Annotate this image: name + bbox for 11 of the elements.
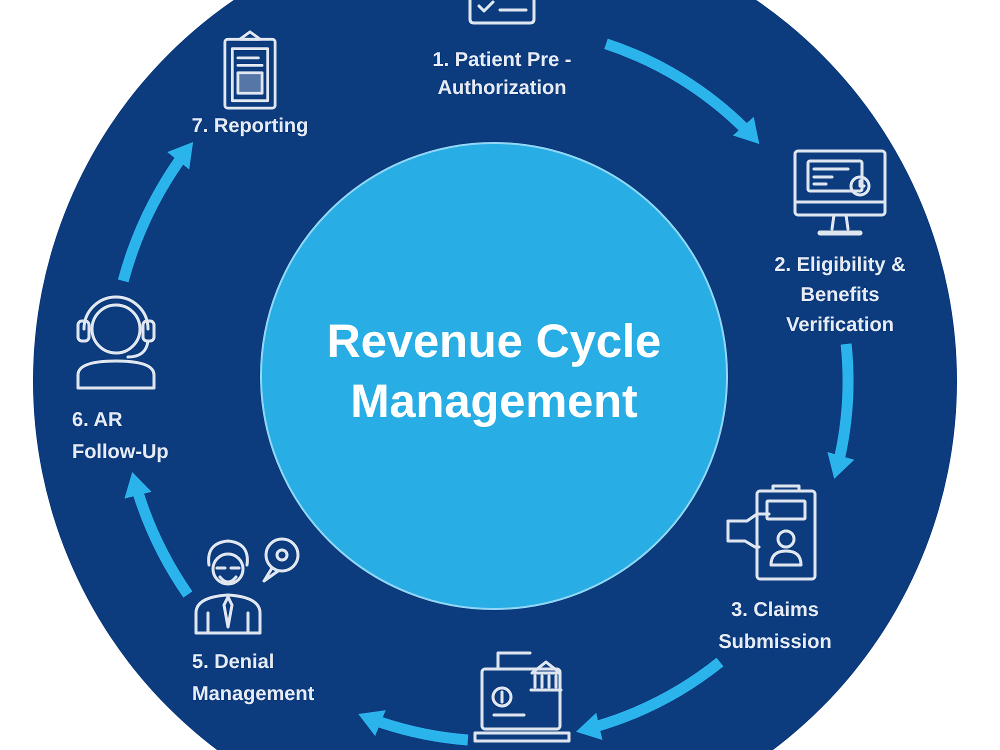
cycle-arrow [574,658,724,739]
cycle-arrow [126,470,193,598]
cycle-arrow [826,344,854,480]
center-title: Revenue Cycle Management [326,313,662,429]
step-label: 5. Denial Management [192,650,316,707]
step-label: 7. Reporting [192,114,308,138]
cycle-arrow [356,708,469,746]
step-label: 3. Claims Submission [717,598,833,655]
step-label: 2. Eligibility & Benefits Verification [773,253,907,338]
step-label: 1. Patient Pre - Authorization [432,48,572,101]
step-label: 6. AR Follow-Up [72,408,170,465]
